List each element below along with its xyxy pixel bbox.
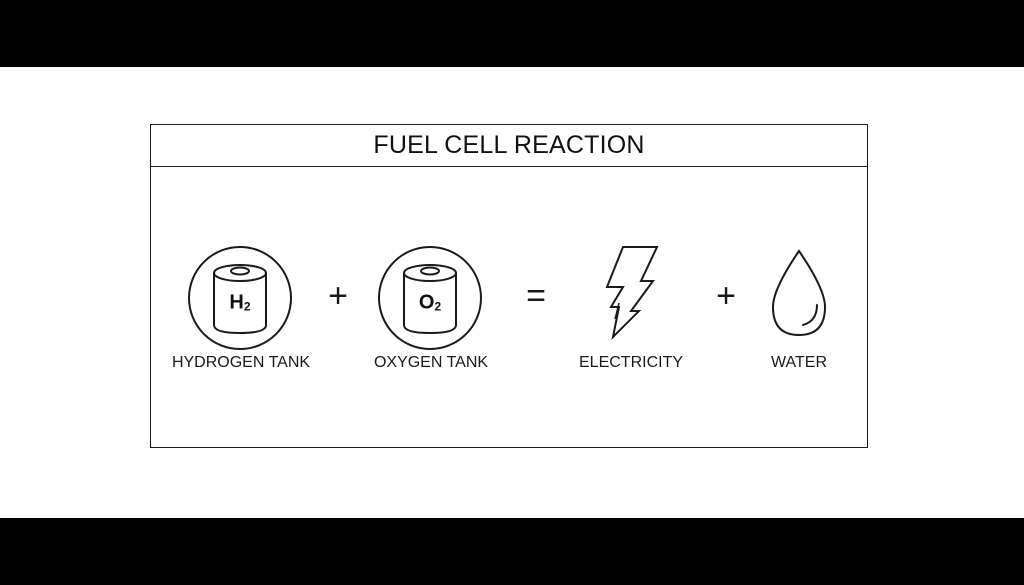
diagram-title: FUEL CELL REACTION [373, 131, 645, 159]
water-label: WATER [771, 354, 827, 371]
hydrogen-formula: H2 [229, 291, 251, 314]
diagram-frame: FUEL CELL REACTION H2 HYDROGEN TANK + O2… [150, 124, 868, 448]
equals-operator: = [526, 277, 546, 315]
letterbox-bottom [0, 518, 1024, 585]
oxygen-tank-icon [378, 246, 482, 350]
plus-operator-1: + [328, 277, 348, 315]
title-bar: FUEL CELL REACTION [151, 125, 867, 167]
plus-operator-2: + [716, 277, 736, 315]
oxygen-formula: O2 [418, 291, 442, 314]
oxygen-tank-label: OXYGEN TANK [373, 354, 489, 371]
hydrogen-tank-label: HYDROGEN TANK [171, 354, 311, 371]
water-drop-icon [771, 249, 827, 337]
letterbox-top [0, 0, 1024, 67]
diagram-canvas: FUEL CELL REACTION H2 HYDROGEN TANK + O2… [0, 67, 1024, 518]
electricity-label: ELECTRICITY [578, 354, 684, 371]
lightning-bolt-icon [605, 246, 659, 341]
hydrogen-tank-icon [188, 246, 292, 350]
